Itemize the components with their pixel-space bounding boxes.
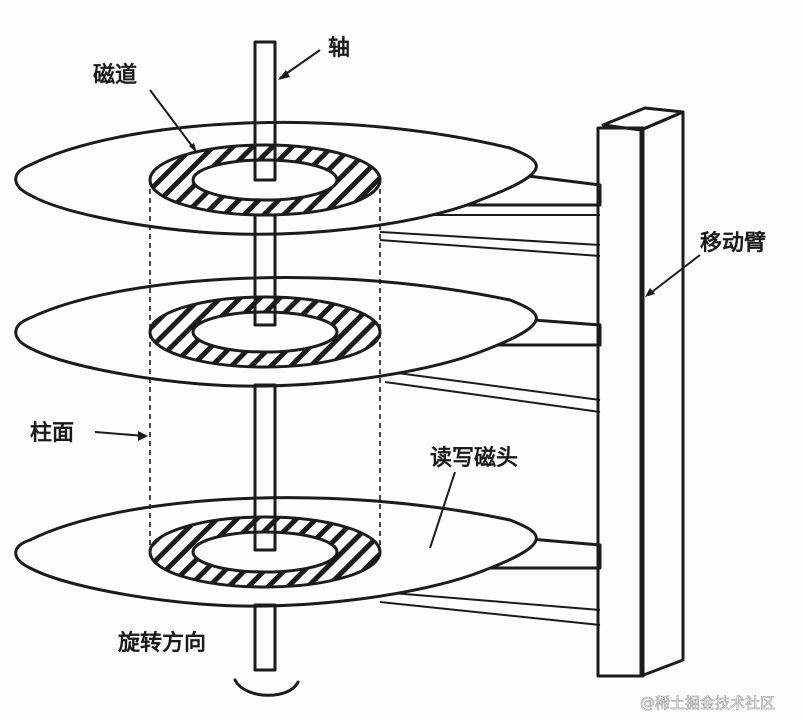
- track-label: 磁道: [93, 62, 137, 88]
- cylinder-label: 柱面: [30, 421, 74, 446]
- spindle: [253, 40, 277, 672]
- rotation-arrow-icon: [233, 678, 300, 697]
- leader-lines: [94, 49, 701, 549]
- axis-label: 轴: [328, 35, 350, 61]
- head-label: 读写磁头: [430, 445, 518, 471]
- watermark: @稀土掘金技术社区: [640, 694, 775, 712]
- arm-label: 移动臂: [700, 230, 766, 256]
- cylinder-outline: [149, 180, 381, 552]
- platter-bottom: [14, 496, 538, 608]
- platter-middle: [14, 276, 538, 388]
- moving-arm: [596, 106, 685, 678]
- rotation-label: 旋转方向: [118, 630, 206, 656]
